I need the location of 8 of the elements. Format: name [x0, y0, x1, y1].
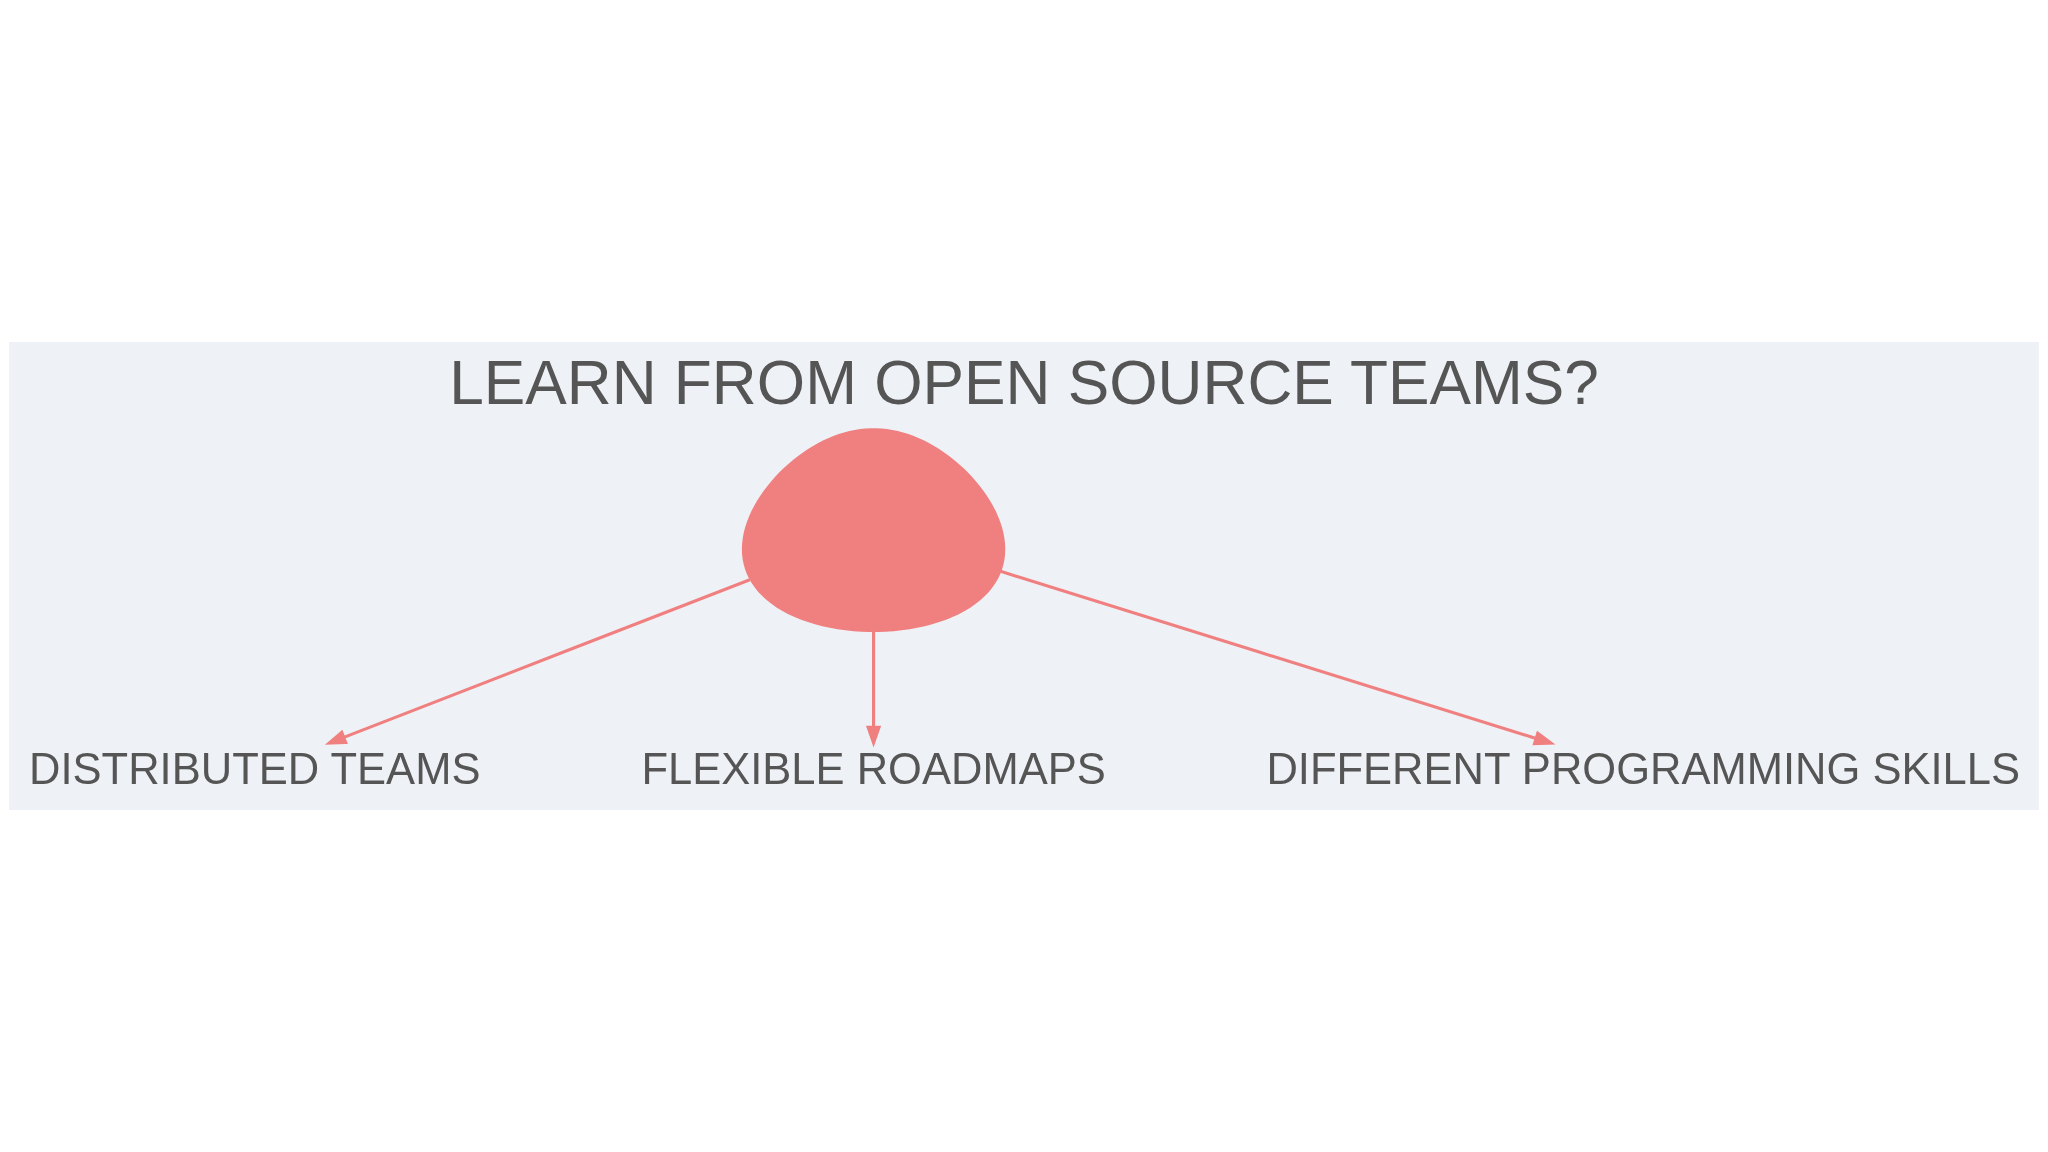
arrow [1000, 569, 1556, 746]
node-text: FLEXIBLE ROADMAPS [641, 745, 1106, 794]
node-person [741, 428, 1006, 632]
node-text: DISTRIBUTED TEAMS [29, 745, 481, 794]
node-text: DIFFERENT PROGRAMMING SKILLS [1266, 745, 2020, 794]
diagram-title: LEARN FROM OPEN SOURCE TEAMS? [449, 348, 1599, 418]
arrow [865, 631, 882, 748]
arrow [324, 578, 751, 745]
